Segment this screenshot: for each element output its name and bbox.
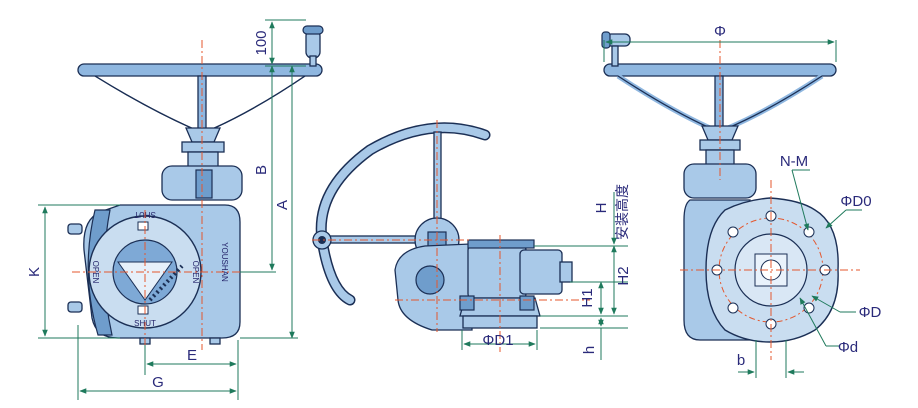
dim-d: Φd: [838, 339, 858, 356]
side-view: H 安装高度 H2 H1 h ΦD1: [312, 120, 632, 360]
crank-handle-right-icon: [601, 31, 631, 67]
crank-handle-icon: [302, 25, 324, 67]
dim-NM: N-M: [780, 153, 808, 170]
nameplate-brand: YOUSHAN: [220, 242, 229, 282]
dim-A: A: [274, 200, 291, 210]
dim-H: H: [593, 203, 610, 214]
dim-H1: H1: [579, 288, 596, 307]
dim-b: b: [737, 352, 745, 369]
dim-100: 100: [253, 30, 270, 55]
dim-D0: ΦD0: [840, 193, 871, 210]
dim-D: ΦD: [859, 304, 882, 321]
handwheel-spoke-right: [209, 75, 306, 131]
dim-h: h: [581, 346, 598, 354]
dim-B: B: [253, 165, 270, 175]
bottom-view: Φ N-M ΦD0 ΦD Φd b: [601, 23, 882, 378]
bolt-holes: [711, 210, 831, 330]
side-gearbox: [467, 245, 527, 299]
dim-H2: H2: [615, 266, 632, 285]
dim-G: G: [152, 374, 164, 391]
dim-K: K: [26, 267, 43, 277]
handwheel-spoke-left: [94, 75, 197, 131]
dim-install-height: 安装高度: [614, 184, 630, 240]
front-view: SHUT SHUT OPEN OPEN YOUSHAN 100 B A K E …: [26, 19, 324, 400]
dim-D1: ΦD1: [482, 332, 513, 349]
dim-E: E: [187, 347, 197, 364]
dim-phi: Φ: [714, 23, 726, 40]
